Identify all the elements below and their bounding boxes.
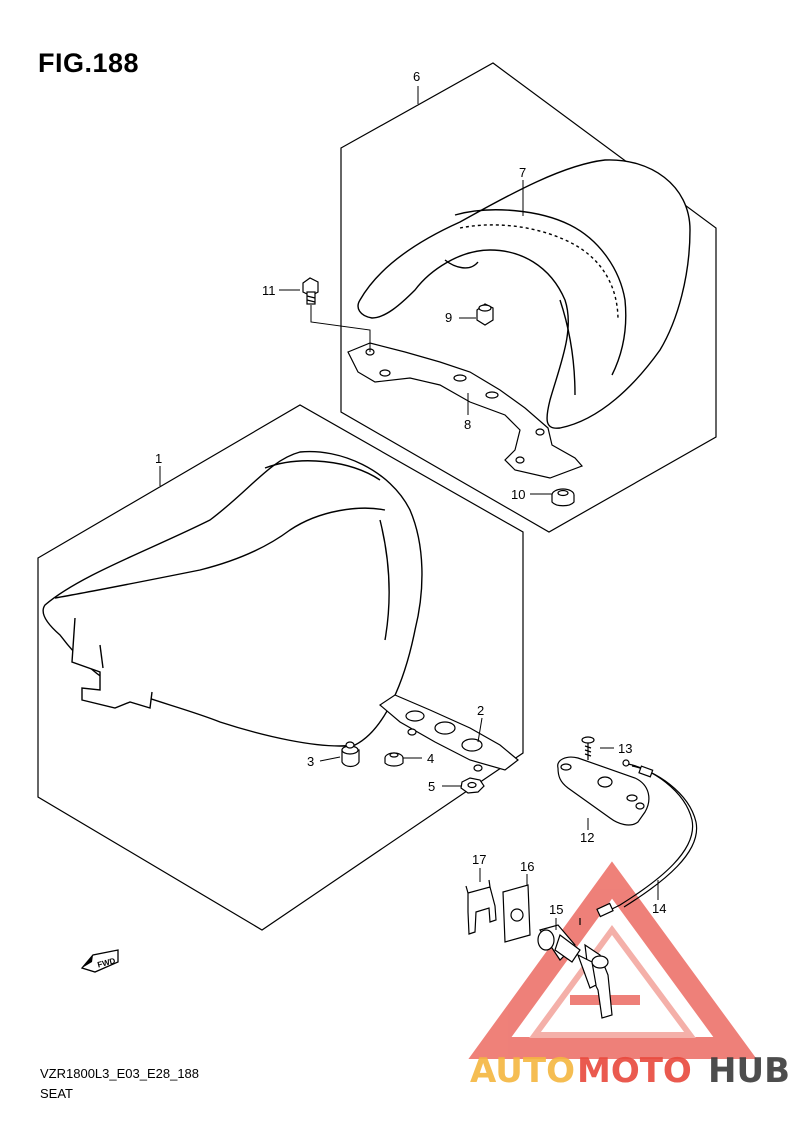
part-16-plate-drawing xyxy=(502,884,531,943)
pillion-bracket-drawing xyxy=(347,342,584,479)
callout-7: 7 xyxy=(519,165,526,180)
callout-5: 5 xyxy=(428,779,435,794)
watermark-auto: AUTO xyxy=(470,1051,575,1091)
callout-labels: 6 7 11 9 8 10 1 2 3 4 5 13 12 17 16 15 1… xyxy=(155,69,666,917)
callout-14: 14 xyxy=(652,901,666,916)
lock-cable-drawing xyxy=(596,759,698,918)
part-10-nut-drawing xyxy=(551,488,575,507)
callout-12: 12 xyxy=(580,830,594,845)
watermark-text: AUTO MOTO HUB xyxy=(470,1051,790,1091)
callout-1: 1 xyxy=(155,451,162,466)
leader-lines xyxy=(159,86,659,930)
watermark-moto: MOTO xyxy=(577,1051,692,1091)
front-seat-assembly-box xyxy=(37,404,524,931)
callout-3: 3 xyxy=(307,754,314,769)
part-4-nut-drawing xyxy=(384,752,404,767)
figure-name: SEAT xyxy=(40,1086,73,1101)
callout-16: 16 xyxy=(520,859,534,874)
callout-2: 2 xyxy=(477,703,484,718)
part-17-clip-drawing xyxy=(465,879,497,935)
callout-9: 9 xyxy=(445,310,452,325)
figure-title: FIG.188 xyxy=(38,48,140,78)
key-cylinder-drawing xyxy=(537,918,613,1019)
fwd-arrow-icon: FWD xyxy=(80,949,119,973)
part-11-bolt-drawing xyxy=(302,277,319,305)
callout-4: 4 xyxy=(427,751,434,766)
part-9-nut-drawing xyxy=(476,303,494,326)
base-plate-drawing xyxy=(379,694,519,772)
callout-11: 11 xyxy=(262,283,276,298)
figure-code: VZR1800L3_E03_E28_188 xyxy=(40,1066,200,1081)
callout-8: 8 xyxy=(464,417,471,432)
lock-bracket-drawing xyxy=(557,756,650,826)
part-5-nut-drawing xyxy=(460,777,485,794)
callout-10: 10 xyxy=(511,487,525,502)
callout-15: 15 xyxy=(549,902,563,917)
front-seat-drawing xyxy=(42,450,423,747)
watermark-hub: HUB xyxy=(708,1051,790,1091)
pillion-seat-assembly-box xyxy=(340,62,717,533)
callout-6: 6 xyxy=(413,69,420,84)
part-13-screw-drawing xyxy=(581,736,595,760)
part-3-damper-drawing xyxy=(341,741,360,768)
callout-13: 13 xyxy=(618,741,632,756)
callout-17: 17 xyxy=(472,852,486,867)
pillion-seat-drawing xyxy=(357,159,691,429)
